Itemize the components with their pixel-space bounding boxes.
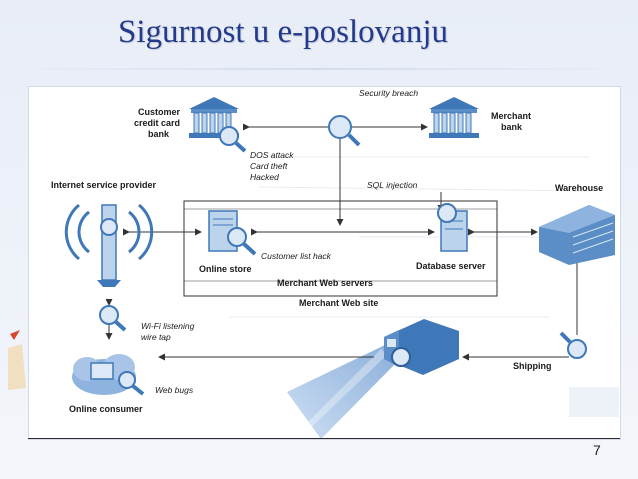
- customer-bank-label-3: bank: [148, 129, 170, 139]
- online-store-server-icon: [208, 210, 257, 256]
- warehouse-label: Warehouse: [555, 183, 603, 193]
- shipping-label: Shipping: [513, 361, 552, 371]
- merchant-bank-icon: [429, 97, 479, 138]
- online-store-label: Online store: [199, 264, 252, 274]
- customer-bank-icon: [189, 97, 239, 138]
- wifi-label-1: Wi-Fi listening: [141, 321, 195, 331]
- database-server-icon: [437, 203, 468, 252]
- security-breach-label: Security breach: [359, 88, 418, 98]
- magnifier-icon: [99, 305, 127, 332]
- slide-title: Sigurnost u e-poslovanju: [118, 14, 448, 50]
- hacked-label: Hacked: [250, 172, 279, 182]
- merchant-bank-label-2: bank: [501, 122, 523, 132]
- delivery-truck-icon: [384, 319, 459, 375]
- customer-bank-label-2: credit card: [134, 118, 180, 128]
- decorative-shape: [8, 330, 28, 390]
- card-theft-label: Card theft: [250, 161, 288, 171]
- wireless-tower-icon: [64, 203, 154, 287]
- web-bugs-label: Web bugs: [155, 385, 194, 395]
- customer-bank-label-1: Customer: [138, 107, 181, 117]
- magnifier-icon: [219, 126, 247, 153]
- merchant-web-site-label: Merchant Web site: [299, 298, 378, 308]
- warehouse-icon: [539, 205, 615, 265]
- dos-attack-label: DOS attack: [250, 150, 294, 160]
- online-consumer-label: Online consumer: [69, 404, 143, 414]
- wifi-label-2: wire tap: [141, 332, 171, 342]
- road: [287, 345, 395, 439]
- isp-label: Internet service provider: [51, 180, 157, 190]
- database-server-label: Database server: [416, 261, 486, 271]
- sql-injection-label: SQL injection: [367, 180, 418, 190]
- ecommerce-security-diagram: Customer credit card bank Merchant bank …: [28, 86, 621, 440]
- title-divider: [0, 68, 638, 70]
- merchant-bank-label-1: Merchant: [491, 111, 531, 121]
- magnifier-icon: [328, 115, 361, 147]
- footer-divider: [28, 438, 620, 439]
- online-consumer-cloud-icon: [72, 354, 145, 396]
- page-number: 7: [593, 442, 601, 458]
- magnifier-icon: [559, 331, 587, 359]
- customer-list-hack-label: Customer list hack: [261, 251, 332, 261]
- merchant-web-servers-label: Merchant Web servers: [277, 278, 373, 288]
